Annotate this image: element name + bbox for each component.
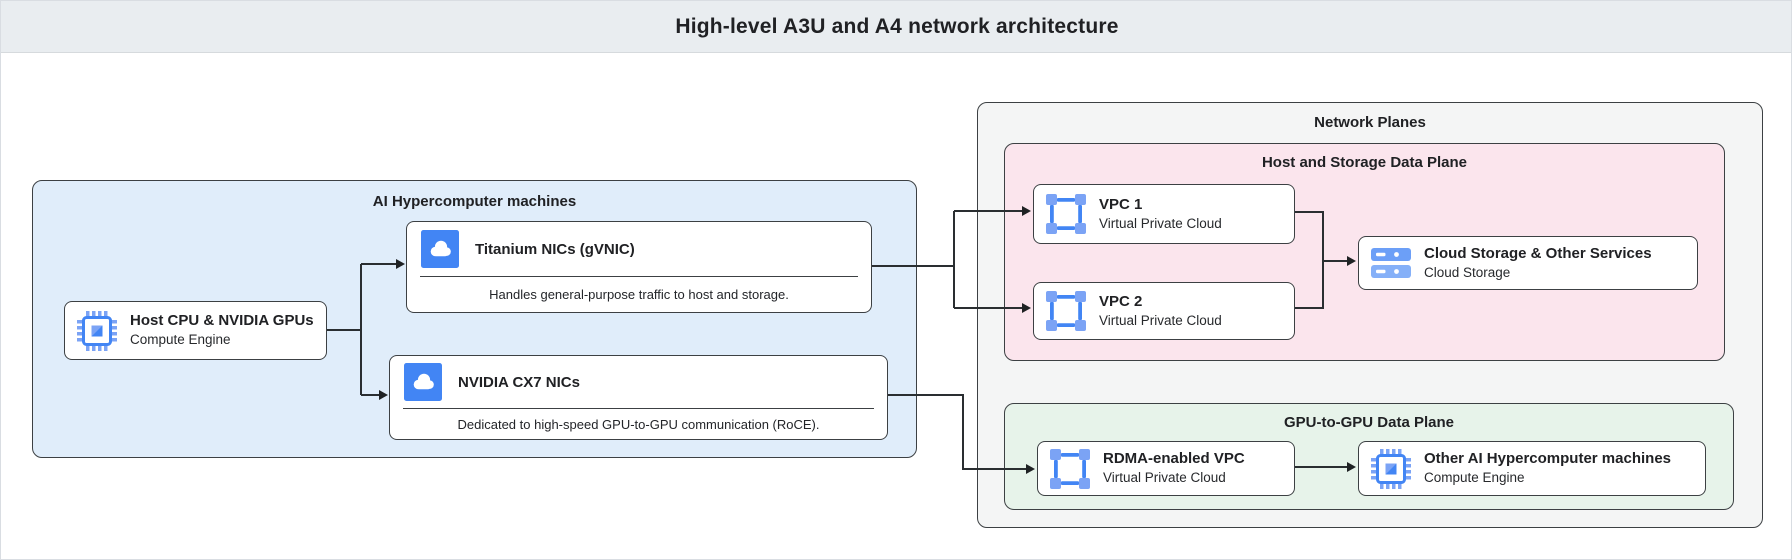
node-text: RDMA-enabled VPC Virtual Private Cloud <box>1103 450 1245 486</box>
node-titanium-nics: Titanium NICs (gVNIC) Handles general-pu… <box>406 221 872 313</box>
node-title: Titanium NICs (gVNIC) <box>475 240 635 258</box>
node-subtitle: Virtual Private Cloud <box>1103 470 1226 486</box>
node-title: Cloud Storage & Other Services <box>1424 244 1652 262</box>
cluster-label: Network Planes <box>1314 114 1426 131</box>
divider <box>403 408 874 409</box>
title-bar: High-level A3U and A4 network architectu… <box>1 1 1791 53</box>
node-text: VPC 2 Virtual Private Cloud <box>1099 293 1222 329</box>
node-title: Other AI Hypercomputer machines <box>1424 450 1672 468</box>
cluster-label: GPU-to-GPU Data Plane <box>1283 414 1455 431</box>
cluster-label: AI Hypercomputer machines <box>372 193 577 210</box>
cloud-storage-icon <box>1371 248 1411 278</box>
node-title: NVIDIA CX7 NICs <box>458 373 580 391</box>
node-cloud-storage: Cloud Storage & Other Services Cloud Sto… <box>1358 236 1698 290</box>
vpc-icon <box>1046 291 1086 331</box>
compute-engine-icon <box>1371 448 1411 489</box>
cluster-ai-hypercomputer-machines: AI Hypercomputer machines Host CPU & NVI… <box>32 180 917 458</box>
node-text: Other AI Hypercomputer machines Compute … <box>1424 450 1671 486</box>
nic-header: Titanium NICs (gVNIC) <box>407 222 871 276</box>
vpc-icon <box>1046 194 1086 234</box>
cloud-nic-icon <box>404 363 442 401</box>
cluster-gpu-to-gpu-data-plane: GPU-to-GPU Data Plane RDMA-enabled VPC V… <box>1004 403 1734 510</box>
node-subtitle: Virtual Private Cloud <box>1099 215 1222 231</box>
node-subtitle: Virtual Private Cloud <box>1099 312 1222 328</box>
node-text: VPC 1 Virtual Private Cloud <box>1099 196 1222 232</box>
diagram-title: High-level A3U and A4 network architectu… <box>675 14 1119 38</box>
node-title: RDMA-enabled VPC <box>1103 450 1245 468</box>
node-description: Handles general-purpose traffic to host … <box>489 287 789 302</box>
cluster-host-storage-data-plane: Host and Storage Data Plane VPC 1 Virtua… <box>1004 143 1725 361</box>
node-other-ai-machines: Other AI Hypercomputer machines Compute … <box>1358 441 1706 496</box>
cluster-network-planes: Network Planes Host and Storage Data Pla… <box>977 102 1763 528</box>
node-subtitle: Compute Engine <box>1424 470 1525 486</box>
node-subtitle: Cloud Storage <box>1424 264 1511 280</box>
node-subtitle: Compute Engine <box>130 332 231 348</box>
node-nvidia-cx7-nics: NVIDIA CX7 NICs Dedicated to high-speed … <box>389 355 888 440</box>
vpc-icon <box>1050 448 1090 489</box>
cluster-label: Host and Storage Data Plane <box>1261 154 1468 171</box>
nic-header: NVIDIA CX7 NICs <box>390 356 887 408</box>
node-rdma-vpc: RDMA-enabled VPC Virtual Private Cloud <box>1037 441 1295 496</box>
node-text: Cloud Storage & Other Services Cloud Sto… <box>1424 245 1652 281</box>
node-vpc-1: VPC 1 Virtual Private Cloud <box>1033 184 1295 244</box>
cloud-nic-icon <box>421 230 459 268</box>
divider <box>420 276 858 277</box>
node-title: VPC 1 <box>1099 195 1143 213</box>
node-host-cpu: Host CPU & NVIDIA GPUs Compute Engine <box>64 301 327 360</box>
node-vpc-2: VPC 2 Virtual Private Cloud <box>1033 282 1295 340</box>
node-title: Host CPU & NVIDIA GPUs <box>130 312 314 330</box>
node-text: Host CPU & NVIDIA GPUs Compute Engine <box>130 312 314 348</box>
node-description: Dedicated to high-speed GPU-to-GPU commu… <box>457 416 820 432</box>
node-title: VPC 2 <box>1099 292 1143 310</box>
compute-engine-icon <box>77 310 117 351</box>
